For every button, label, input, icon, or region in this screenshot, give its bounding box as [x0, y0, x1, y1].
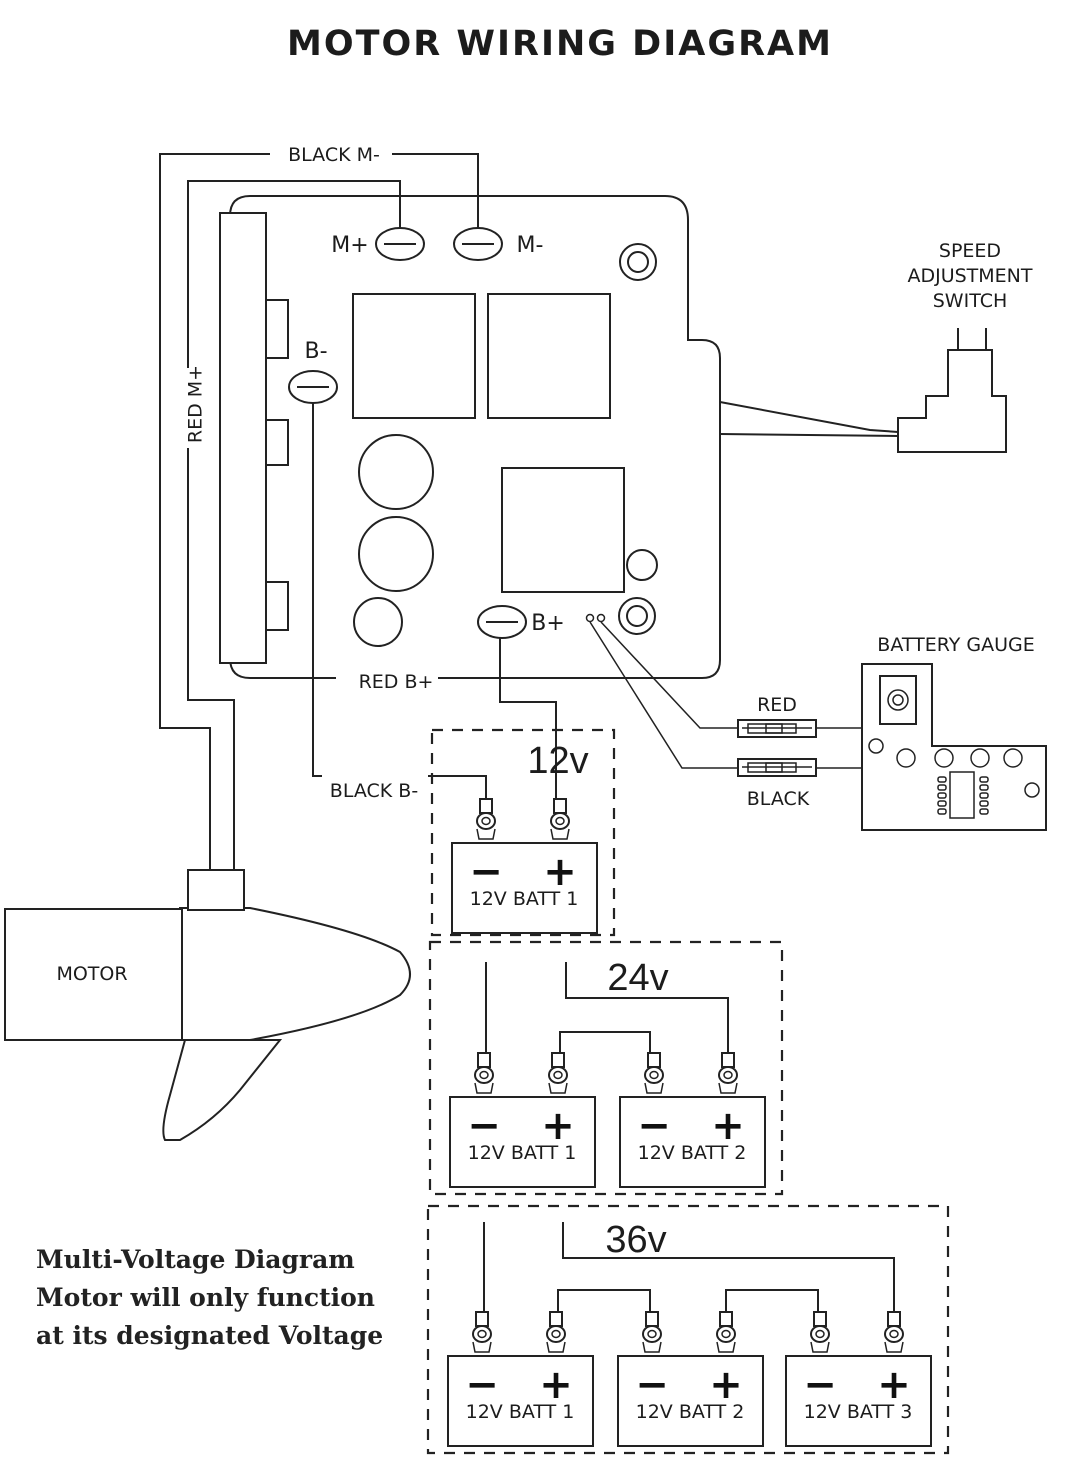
battery-36v-3: −+12V BATT 3 [785, 1311, 932, 1447]
group-36v [426, 1204, 950, 1455]
plus-sign: + [539, 1362, 573, 1408]
battery-label: 12V BATT 1 [470, 888, 579, 910]
motor-shaft-head [187, 869, 245, 911]
motor-label: MOTOR [56, 963, 127, 985]
battery-36v-1: −+12V BATT 1 [447, 1311, 594, 1447]
battery-12v-1: −+12V BATT 1 [451, 798, 598, 934]
minus-sign: − [465, 1362, 499, 1408]
note-line-2: Motor will only function [36, 1283, 375, 1312]
battery-gauge-label: BATTERY GAUGE [877, 634, 1034, 656]
red-b-plus-label: RED B+ [359, 671, 434, 693]
minus-sign: − [469, 849, 503, 895]
group-12v [430, 728, 616, 937]
minus-sign: − [803, 1362, 837, 1408]
voltage-24v-label: 24v [607, 957, 668, 999]
b-plus-label: B+ [531, 611, 565, 636]
relay-3 [501, 467, 625, 593]
plus-sign: + [709, 1362, 743, 1408]
gauge-red-label: RED [757, 694, 797, 716]
motor: MOTOR [4, 869, 411, 1141]
gauge-black-label: BLACK [747, 788, 810, 810]
plus-sign: + [877, 1362, 911, 1408]
wires-24v [485, 962, 729, 1055]
black-m-minus-label: BLACK M- [288, 144, 380, 166]
gauge-pin-2 [596, 613, 606, 623]
b-minus-label: B- [304, 339, 327, 364]
relay-1 [352, 293, 476, 419]
controller-board: M+ M- B- B+ [219, 195, 721, 679]
m-plus-label: M+ [331, 233, 368, 258]
note-line-3: at its designated Voltage [36, 1321, 383, 1350]
battery-label: 12V BATT 2 [636, 1401, 745, 1423]
battery-label: 12V BATT 1 [468, 1142, 577, 1164]
battery-label: 12V BATT 2 [638, 1142, 747, 1164]
wires-36v [483, 1222, 895, 1315]
voltage-36v-label: 36v [605, 1219, 666, 1261]
battery-wires: RED B+ BLACK B- [312, 403, 557, 802]
black-b-minus-label: BLACK B- [330, 780, 418, 802]
speed-switch-label-3: SWITCH [933, 290, 1008, 312]
battery-label: 12V BATT 3 [804, 1401, 913, 1423]
minus-sign: − [637, 1103, 671, 1149]
minus-sign: − [467, 1103, 501, 1149]
motor-body [4, 908, 183, 1041]
minus-sign: − [635, 1362, 669, 1408]
heatsink-bar [219, 212, 267, 664]
speed-adjustment-switch: SPEED ADJUSTMENT SWITCH [719, 240, 1033, 453]
multi-voltage-note: Multi-Voltage Diagram Motor will only fu… [36, 1245, 383, 1350]
battery-24v-2: −+12V BATT 2 [619, 1052, 766, 1188]
relay-2 [487, 293, 611, 419]
gauge-pin-1 [585, 613, 595, 623]
capacitor-1 [358, 434, 434, 510]
group-24v [428, 940, 784, 1196]
capacitor-2 [358, 516, 434, 592]
speed-switch-label-2: ADJUSTMENT [907, 265, 1032, 287]
m-minus-label: M- [517, 233, 544, 258]
battery-gauge: BATTERY GAUGE RED BLACK [589, 621, 1047, 831]
plus-sign: + [541, 1103, 575, 1149]
diagram-title: MOTOR WIRING DIAGRAM [287, 24, 833, 64]
speed-switch-label-1: SPEED [939, 240, 1001, 262]
battery-label: 12V BATT 1 [466, 1401, 575, 1423]
plus-sign: + [711, 1103, 745, 1149]
voltage-12v-label: 12v [527, 740, 588, 782]
red-m-plus-label: RED M+ [185, 365, 207, 443]
plus-sign: + [543, 849, 577, 895]
note-line-1: Multi-Voltage Diagram [36, 1245, 355, 1274]
battery-36v-2: −+12V BATT 2 [617, 1311, 764, 1447]
motor-wires: RED M+ BLACK M- [159, 144, 479, 870]
battery-24v-1: −+12V BATT 1 [449, 1052, 596, 1188]
